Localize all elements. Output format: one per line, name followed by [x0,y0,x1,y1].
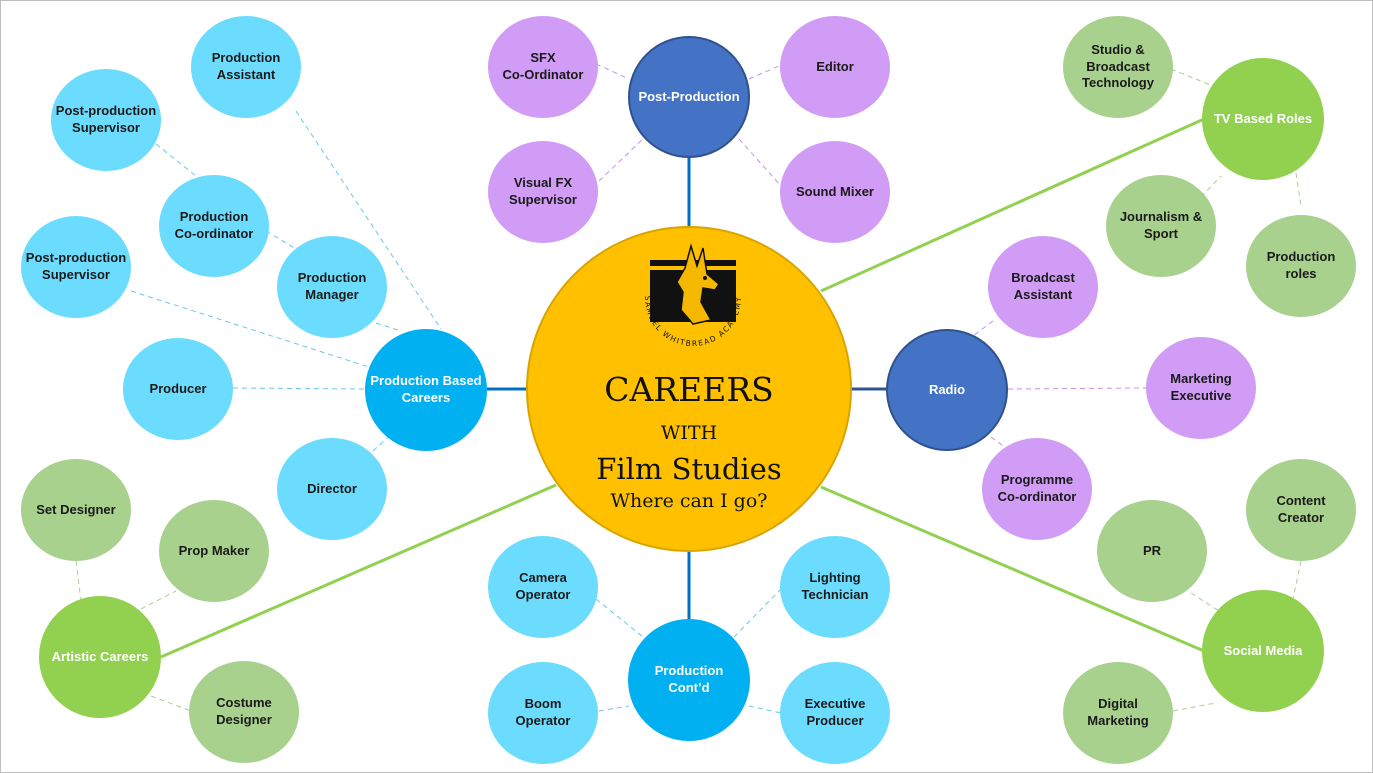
role-studio-broadcast-technology[interactable]: Studio & Broadcast Technology [1063,16,1173,118]
role-set-designer[interactable]: Set Designer [21,459,131,561]
role-programme-coordinator[interactable]: Programme Co-ordinator [982,438,1092,540]
role-post-production-supervisor-2[interactable]: Post-production Supervisor [21,216,131,318]
role-producer[interactable]: Producer [123,338,233,440]
hub-artistic-careers[interactable]: Artistic Careers [39,596,161,718]
center-subject: Film Studies [596,452,782,486]
role-executive-producer[interactable]: Executive Producer [780,662,890,764]
role-content-creator[interactable]: Content Creator [1246,459,1356,561]
connector-center-artistic [160,483,557,659]
connector-center-social [820,485,1205,653]
role-digital-marketing[interactable]: Digital Marketing [1063,662,1173,764]
radio-dashes [968,320,1147,449]
productioncontd-dashes [595,588,782,714]
center-with: WITH [660,422,718,444]
center-title: CAREERS [604,370,774,409]
role-marketing-executive[interactable]: Marketing Executive [1146,337,1256,439]
social-dashes [1172,560,1302,712]
tv-dashes [1170,68,1302,207]
postproduction-dashes [595,63,782,187]
artistic-dashes [75,560,192,712]
role-production-manager[interactable]: Production Manager [277,236,387,338]
center-question: Where can I go? [610,490,768,512]
role-visual-fx-supervisor[interactable]: Visual FX Supervisor [488,141,598,243]
role-costume-designer[interactable]: Costume Designer [189,661,299,763]
role-broadcast-assistant[interactable]: Broadcast Assistant [988,236,1098,338]
role-director[interactable]: Director [277,438,387,540]
academy-crest-logo: SAMUEL WHITBREAD ACADEMY [643,243,742,348]
connector-center-tv [820,117,1205,293]
role-production-coordinator[interactable]: Production Co-ordinator [159,175,269,277]
hub-tv-based-roles[interactable]: TV Based Roles [1202,58,1324,180]
role-production-assistant[interactable]: Production Assistant [191,16,301,118]
role-prop-maker[interactable]: Prop Maker [159,500,269,602]
role-sound-mixer[interactable]: Sound Mixer [780,141,890,243]
center-careers-node: SAMUEL WHITBREAD ACADEMY CAREERS WITH Fi… [526,226,852,552]
role-boom-operator[interactable]: Boom Operator [488,662,598,764]
role-post-production-supervisor-1[interactable]: Post-production Supervisor [51,69,161,171]
role-pr[interactable]: PR [1097,500,1207,602]
hub-production-contd[interactable]: Production Cont’d [628,619,750,741]
hub-radio[interactable]: Radio [886,329,1008,451]
hub-social-media[interactable]: Social Media [1202,590,1324,712]
hub-post-production[interactable]: Post-Production [628,36,750,158]
role-journalism-sport[interactable]: Journalism & Sport [1106,175,1216,277]
role-production-roles[interactable]: Production roles [1246,215,1356,317]
hub-production-based-careers[interactable]: Production Based Careers [365,329,487,451]
role-lighting-technician[interactable]: Lighting Technician [780,536,890,638]
role-camera-operator[interactable]: Camera Operator [488,536,598,638]
role-sfx-coordinator[interactable]: SFX Co-Ordinator [488,16,598,118]
role-editor[interactable]: Editor [780,16,890,118]
